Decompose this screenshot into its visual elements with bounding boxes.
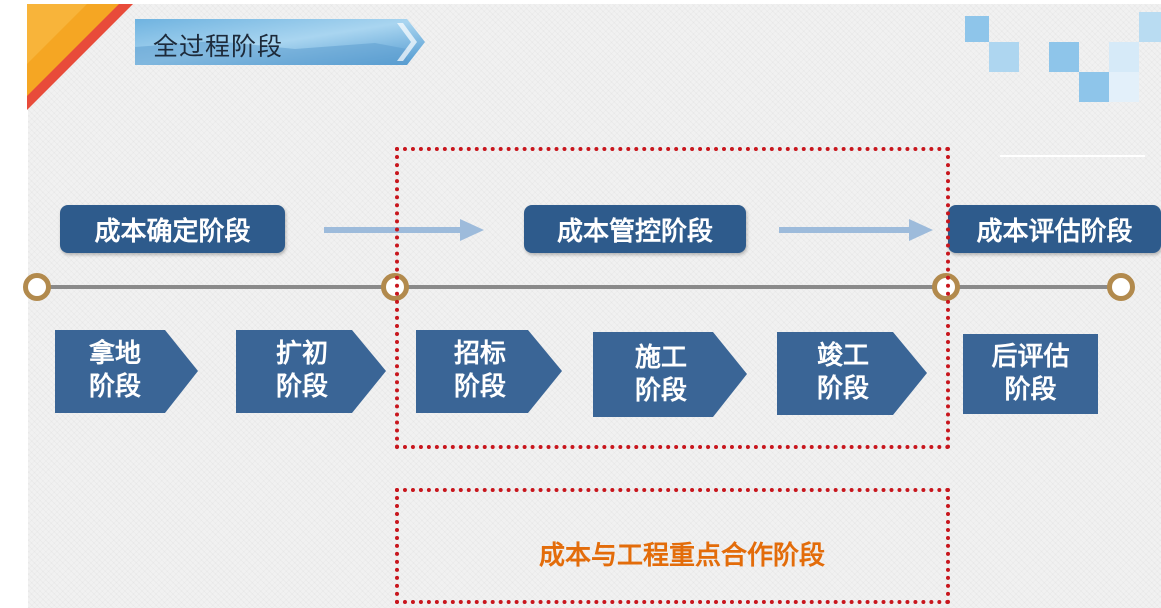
- control-phase-highlight-box: [395, 147, 950, 449]
- deco-line: [1000, 155, 1145, 157]
- stage-cost-determination: 成本确定阶段: [60, 205, 285, 253]
- step-preliminary-design: 扩初阶段: [236, 330, 388, 413]
- timeline-line: [38, 285, 1123, 289]
- stage-cost-control: 成本管控阶段: [524, 205, 746, 253]
- step-tendering: 招标阶段: [416, 330, 564, 413]
- corner-decoration: [27, 4, 137, 112]
- deco-square: [1109, 72, 1139, 102]
- flow-arrow-2: [779, 219, 933, 241]
- page-title: 全过程阶段: [153, 32, 284, 61]
- deco-square: [965, 16, 989, 42]
- cooperation-phase-label: 成本与工程重点合作阶段: [538, 541, 825, 571]
- step-completion: 竣工阶段: [777, 332, 929, 415]
- step-construction: 施工阶段: [593, 332, 749, 417]
- deco-square: [1049, 42, 1079, 72]
- deco-square: [1139, 12, 1161, 42]
- deco-square: [1109, 42, 1139, 72]
- timeline-node: [1107, 273, 1135, 301]
- slide-background: [28, 4, 1161, 608]
- cooperation-phase-box: [395, 488, 950, 604]
- flow-arrow-1: [324, 219, 484, 241]
- deco-square: [1079, 72, 1109, 102]
- deco-square: [989, 42, 1019, 72]
- stage-cost-evaluation: 成本评估阶段: [948, 205, 1161, 253]
- step-post-evaluation: 后评估阶段: [963, 334, 1098, 414]
- timeline-node: [23, 273, 51, 301]
- title-banner: 全过程阶段: [135, 19, 425, 65]
- step-land-acquisition: 拿地阶段: [55, 330, 200, 413]
